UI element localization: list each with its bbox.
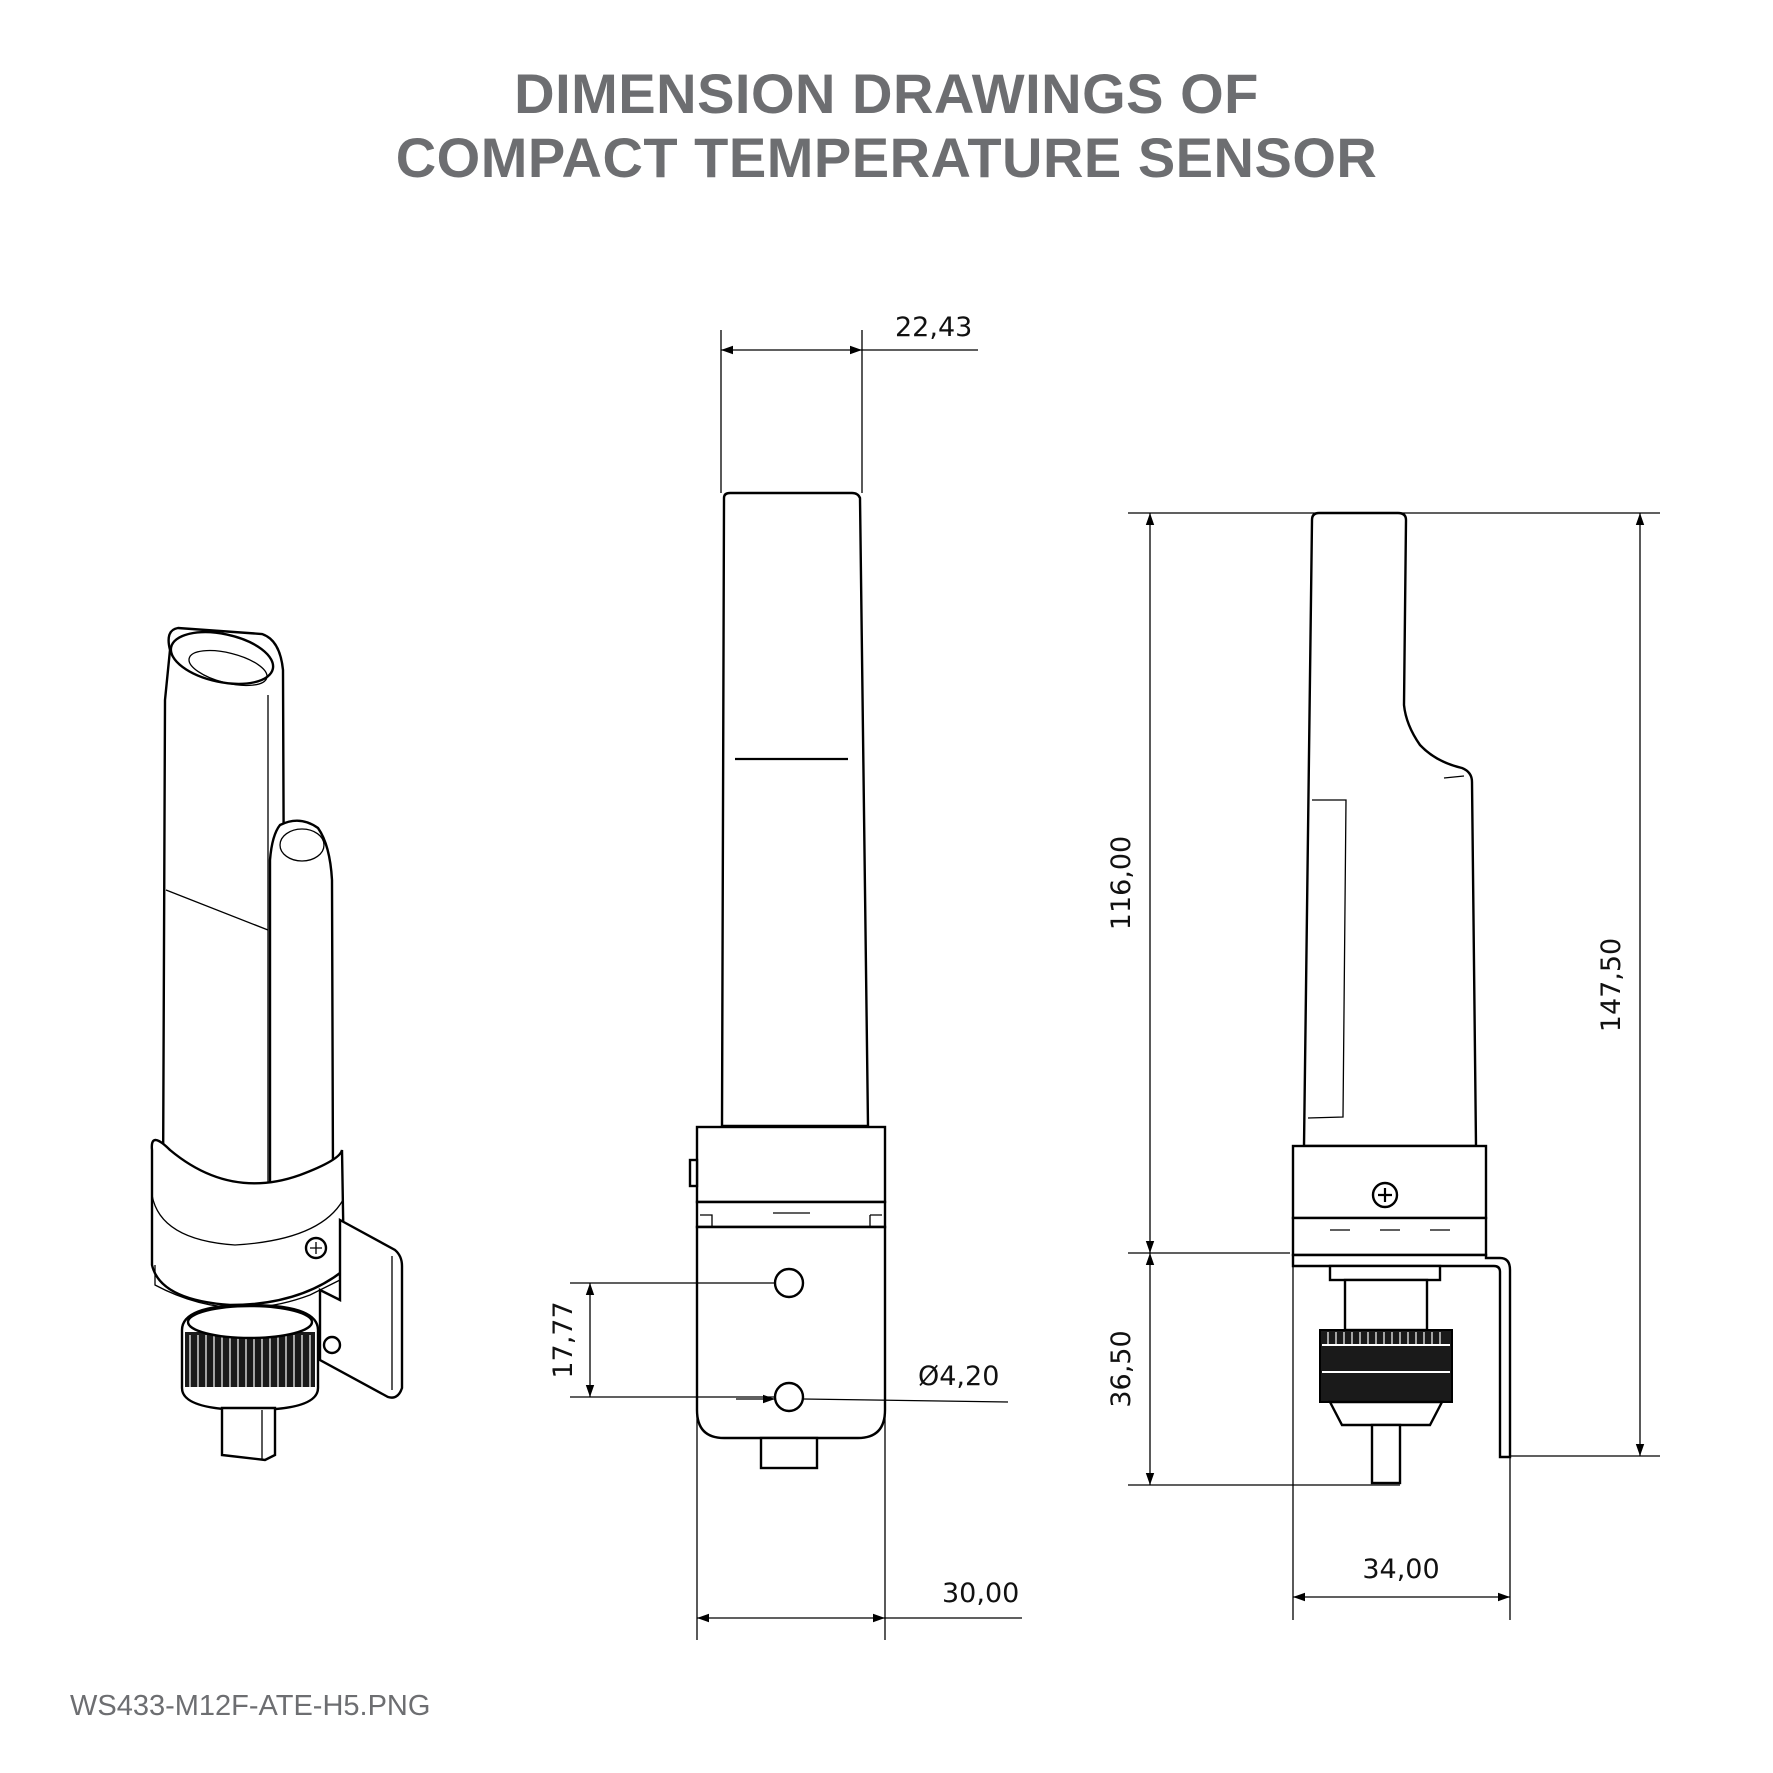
dim-top-width: 22,43 [720,312,978,493]
dim-height-upper: 116,00 [1106,512,1660,1254]
dim-top-width-label: 22,43 [895,312,972,343]
dim-height-total: 147,50 [1510,513,1660,1457]
page-title: DIMENSION DRAWINGS OF COMPACT TEMPERATUR… [0,62,1773,190]
dim-hole-diameter: Ø4,20 [736,1361,1009,1404]
dim-hole-spacing-label: 17,77 [548,1301,579,1378]
dim-height-total-label: 147,50 [1596,938,1627,1032]
dim-hole-spacing: 17,77 [548,1282,775,1398]
isometric-view [150,626,404,1462]
dim-hole-diameter-label: Ø4,20 [918,1361,999,1392]
dim-bottom-width: 30,00 [696,1410,1022,1640]
dim-height-lower-label: 36,50 [1106,1330,1137,1407]
dim-height-lower: 36,50 [1106,1253,1400,1486]
dim-side-width: 34,00 [1292,1266,1511,1620]
image-filename: WS433-M12F-ATE-H5.PNG [70,1690,431,1722]
dim-side-width-label: 34,00 [1362,1554,1439,1585]
side-view [1291,511,1512,1485]
dim-bottom-width-label: 30,00 [942,1578,1019,1609]
title-line-2: COMPACT TEMPERATURE SENSOR [395,126,1378,189]
front-view [688,491,887,1470]
title-line-1: DIMENSION DRAWINGS OF [514,62,1259,125]
dim-height-upper-label: 116,00 [1106,836,1137,930]
